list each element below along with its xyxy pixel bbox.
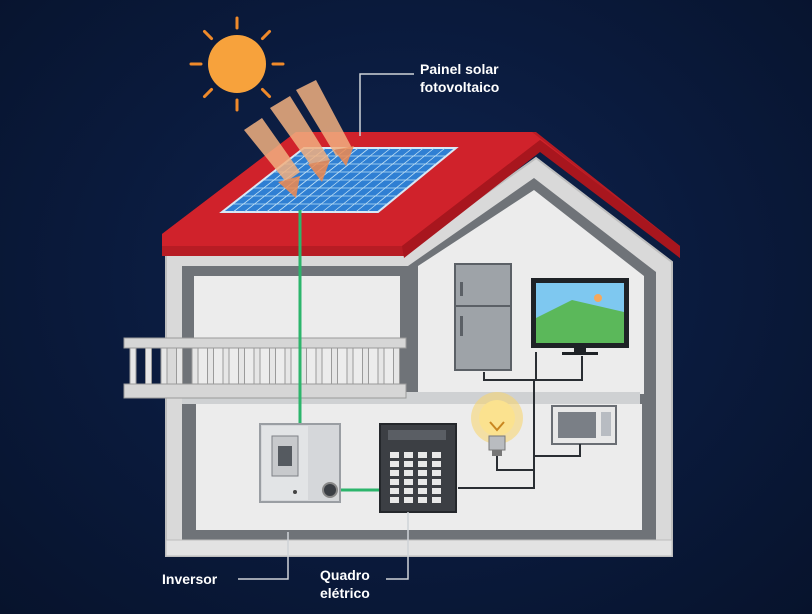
inverter-icon	[259, 423, 341, 503]
light-bulb-icon	[471, 392, 523, 456]
inverter-label: Inversor	[162, 571, 218, 587]
electrical-panel-icon	[379, 423, 457, 513]
electrical-panel-label: Quadro elétrico	[320, 567, 370, 601]
tv-icon	[531, 278, 629, 355]
sun-rays	[244, 80, 354, 198]
sun-icon	[189, 16, 285, 112]
wiring	[298, 210, 583, 492]
microwave-icon	[551, 405, 617, 445]
balcony-railing	[123, 337, 407, 399]
solar-panel-label: Painel solar fotovoltaico	[420, 61, 500, 95]
leader-lines	[238, 73, 414, 580]
solar-panel-icon	[219, 147, 459, 213]
fridge-icon	[454, 263, 512, 371]
